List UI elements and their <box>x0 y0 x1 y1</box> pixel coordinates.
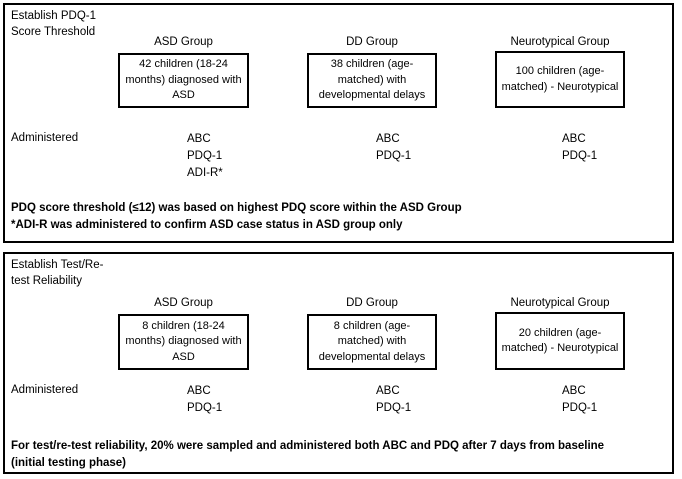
group-box-neurotypical: 20 children (age-matched) - Neurotypical <box>495 312 625 370</box>
footnote-line: PDQ score threshold (≤12) was based on h… <box>11 202 462 214</box>
group-box-dd: 38 children (age-matched) with developme… <box>307 53 437 108</box>
group-box-text-neurotypical: 100 children (age-matched) - Neurotypica… <box>501 65 619 93</box>
measure-list-asd: ABC PDQ-1 ADI-R* <box>187 131 223 182</box>
group-label-neurotypical: Neurotypical Group <box>510 297 610 309</box>
measure-item: PDQ-1 <box>562 150 598 162</box>
group-box-asd: 42 children (18-24 months) diagnosed wit… <box>118 53 249 108</box>
measure-item: ABC <box>187 385 211 397</box>
group-label-dd: DD Group <box>346 36 398 48</box>
footnote-line: For test/re-test reliability, 20% were s… <box>11 440 605 452</box>
group-box-neurotypical: 100 children (age-matched) - Neurotypica… <box>495 51 625 108</box>
measure-item: PDQ-1 <box>376 402 412 414</box>
group-label-neurotypical: Neurotypical Group <box>510 36 610 48</box>
group-box-text-dd: 38 children (age-matched) with developme… <box>318 58 426 102</box>
measure-item: ADI-R* <box>187 167 223 179</box>
panel-footnotes: PDQ score threshold (≤12) was based on h… <box>11 200 666 233</box>
measure-item: ABC <box>187 133 211 145</box>
group-box-text-dd: 8 children (age-matched) with developmen… <box>318 319 426 363</box>
measure-list-neurotypical: ABC PDQ-1 <box>562 131 597 165</box>
group-box-text-asd: 42 children (18-24 months) diagnosed wit… <box>125 58 242 102</box>
measure-item: PDQ-1 <box>187 150 223 162</box>
panel-footnotes: For test/re-test reliability, 20% were s… <box>11 438 666 471</box>
measure-item: ABC <box>376 385 400 397</box>
measure-list-dd: ABC PDQ-1 <box>376 383 411 417</box>
group-box-dd: 8 children (age-matched) with developmen… <box>307 314 437 370</box>
measure-item: PDQ-1 <box>562 402 598 414</box>
administered-label: Administered <box>11 132 79 144</box>
group-box-text-neurotypical: 20 children (age-matched) - Neurotypical <box>501 326 619 355</box>
measure-item: ABC <box>562 385 586 397</box>
group-box-asd: 8 children (18-24 months) diagnosed with… <box>118 314 249 370</box>
administered-label: Administered <box>11 384 79 396</box>
measure-item: PDQ-1 <box>376 150 412 162</box>
group-label-asd: ASD Group <box>154 36 213 48</box>
measure-item: ABC <box>562 133 586 145</box>
measure-list-asd: ABC PDQ-1 <box>187 383 222 417</box>
phase-panel-establish-threshold: Establish PDQ-1 Score Threshold ASD Grou… <box>3 3 674 243</box>
measure-item: PDQ-1 <box>187 402 223 414</box>
measure-list-neurotypical: ABC PDQ-1 <box>562 383 597 417</box>
measure-item: ABC <box>376 133 400 145</box>
phase-panel-establish-reliability: Establish Test/Re- test Reliability ASD … <box>3 252 674 474</box>
group-box-text-asd: 8 children (18-24 months) diagnosed with… <box>125 319 242 363</box>
measure-list-dd: ABC PDQ-1 <box>376 131 411 165</box>
footnote-line: *ADI-R was administered to confirm ASD c… <box>11 218 403 231</box>
group-label-asd: ASD Group <box>154 297 213 309</box>
phase-title: Establish PDQ-1 Score Threshold <box>11 10 97 38</box>
footnote-line: (initial testing phase) <box>11 456 127 469</box>
group-label-dd: DD Group <box>346 297 398 309</box>
phase-title: Establish Test/Re- test Reliability <box>11 259 104 287</box>
